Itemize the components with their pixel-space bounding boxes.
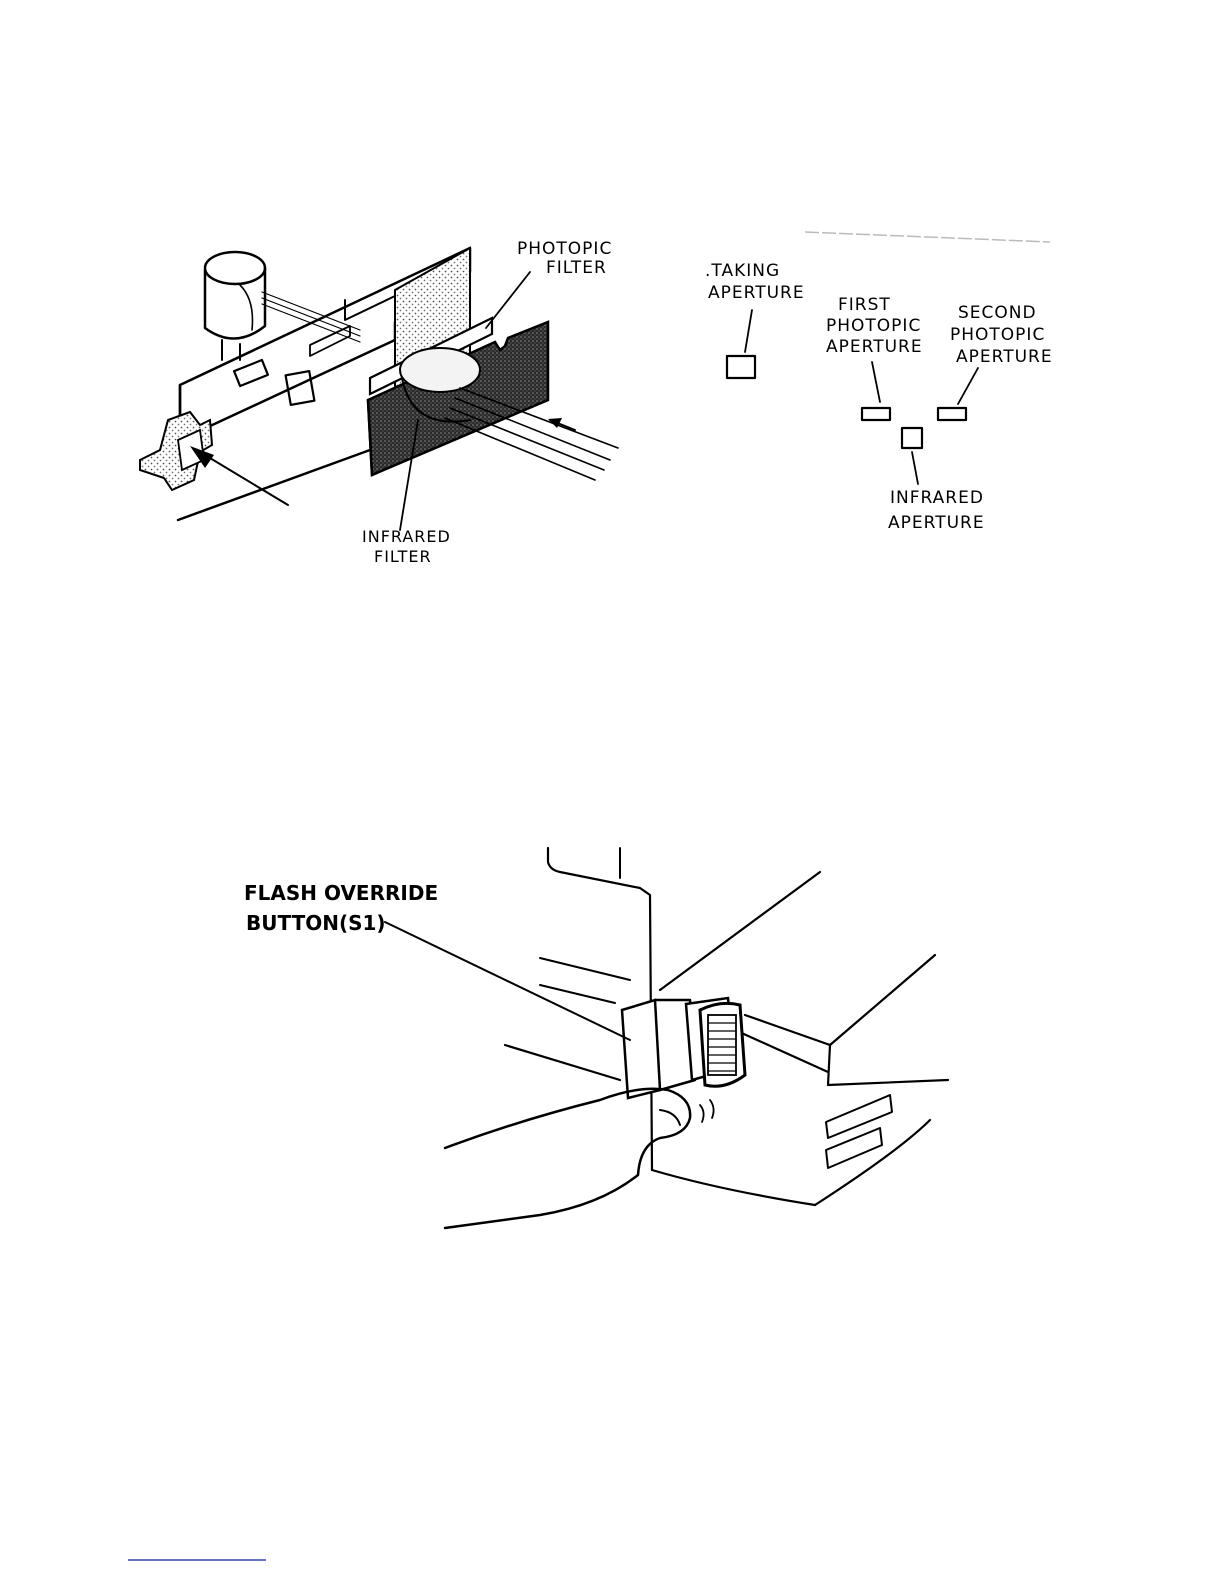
second-photopic-leader [958, 368, 978, 404]
infrared-aperture-label-line1: INFRARED [890, 488, 984, 508]
photopic-filter-label-line2: FILTER [546, 258, 607, 278]
infrared-filter-label-line2: FILTER [374, 547, 432, 566]
taking-aperture-label-line1: .TAKING [705, 261, 780, 281]
infrared-aperture-label-line2: APERTURE [888, 513, 985, 533]
filter-assembly-drawing: PHOTOPIC FILTER INFRARED FILTER [140, 239, 618, 566]
flash-override-label-line1: FLASH OVERRIDE [244, 881, 438, 905]
infrared-filter-label-line1: INFRARED [362, 527, 451, 546]
first-photopic-label-line3: APERTURE [826, 337, 923, 357]
photopic-filter-leader [486, 272, 530, 328]
hand-pressing-button [445, 1089, 714, 1228]
flash-override-button [700, 1003, 745, 1086]
first-photopic-aperture-box [862, 408, 890, 420]
flash-override-label-line2: BUTTON(S1) [246, 911, 386, 935]
aperture-layout-diagram: .TAKING APERTURE FIRST PHOTOPIC APERTURE… [705, 232, 1053, 533]
second-photopic-label-line2: PHOTOPIC [950, 325, 1045, 345]
first-photopic-label-line1: FIRST [838, 295, 891, 315]
photocell-cylinder [205, 252, 265, 360]
second-photopic-label-line1: SECOND [958, 303, 1037, 323]
cross-bracket [140, 412, 370, 520]
faint-rule [805, 232, 1050, 242]
infrared-aperture-box [902, 428, 922, 448]
second-photopic-aperture-box [938, 408, 966, 420]
taking-aperture-label-line2: APERTURE [708, 283, 805, 303]
photopic-filter-label-line1: PHOTOPIC [517, 239, 612, 259]
first-photopic-leader [872, 362, 880, 402]
taking-aperture-leader [745, 310, 752, 352]
second-photopic-label-line3: APERTURE [956, 347, 1053, 367]
taking-aperture-box [727, 356, 755, 378]
first-photopic-label-line2: PHOTOPIC [826, 316, 921, 336]
infrared-aperture-leader [912, 452, 918, 484]
flash-override-drawing: FLASH OVERRIDE BUTTON(S1) [244, 848, 948, 1228]
flash-override-leader [385, 922, 630, 1040]
